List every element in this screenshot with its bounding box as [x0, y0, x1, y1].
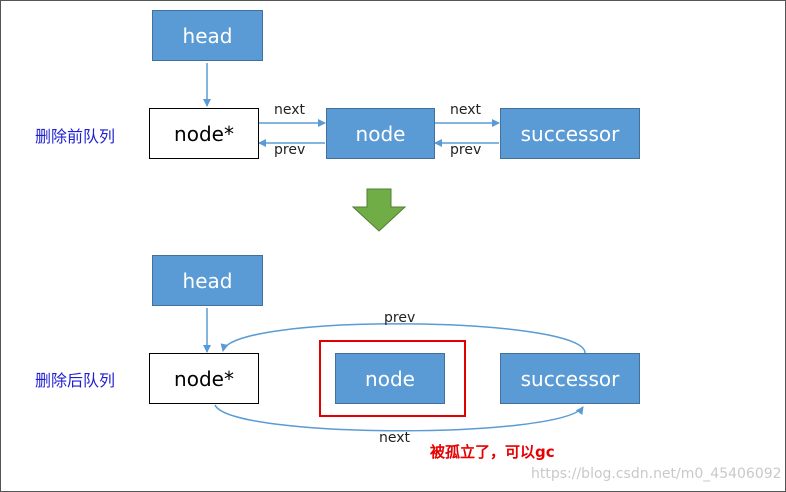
next-label-after: next: [379, 430, 411, 446]
node-box-after: node: [335, 353, 445, 404]
prev-label-2: prev: [450, 142, 482, 158]
node-box-before: node: [326, 108, 435, 159]
next-label-1: next: [274, 102, 306, 118]
down-arrow-icon: [351, 188, 407, 232]
watermark-text: https://blog.csdn.net/m0_45406092: [531, 466, 782, 482]
node-star-box-before: node*: [149, 108, 259, 159]
prev-label-after: prev: [384, 310, 416, 326]
next-label-2: next: [450, 102, 482, 118]
after-queue-label: 删除后队列: [35, 371, 116, 390]
node-star-next-curve: [214, 404, 584, 432]
before-queue-label: 删除前队列: [35, 127, 116, 146]
isolated-gc-note: 被孤立了，可以gc: [430, 443, 555, 461]
head-box-after: head: [152, 255, 263, 306]
isolated-node-highlight: [319, 340, 466, 417]
successor-box-after: successor: [500, 353, 640, 404]
head-box-before: head: [152, 10, 263, 61]
node-star-box-after: node*: [149, 353, 259, 404]
successor-box-before: successor: [500, 108, 640, 159]
successor-prev-curve: [220, 323, 586, 354]
prev-label-1: prev: [274, 142, 306, 158]
